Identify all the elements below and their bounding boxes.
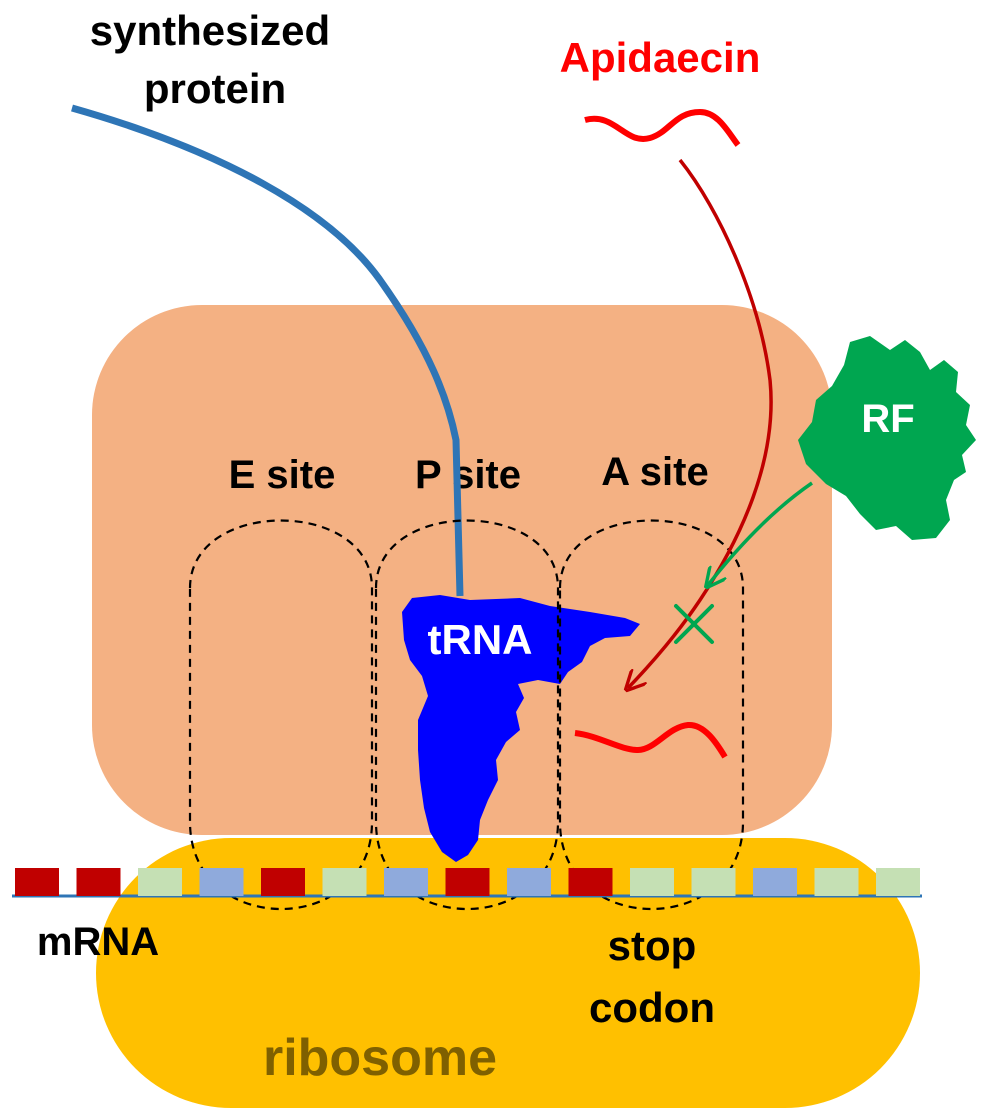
rf-label: RF	[861, 397, 914, 441]
mrna-codon	[630, 868, 674, 896]
mrna-codon	[445, 868, 490, 896]
apidaecin-peptide-free	[584, 108, 741, 147]
mrna-codon	[138, 868, 182, 896]
mrna-codon	[876, 868, 920, 896]
block-x-icon	[674, 604, 714, 644]
mrna-codon	[322, 868, 367, 896]
mrna-codon	[15, 868, 59, 896]
mrna-codon	[261, 868, 305, 896]
ribosome-label: ribosome	[263, 1029, 497, 1087]
synthesized-protein-label-line2: protein	[144, 65, 286, 112]
trna-label: tRNA	[428, 616, 533, 663]
small-subunit	[96, 838, 920, 1108]
mrna-codon	[691, 868, 736, 896]
mrna-codon	[507, 868, 551, 896]
apidaecin-arrow	[628, 158, 773, 688]
synthesized-protein-label-line1: synthesized	[90, 7, 330, 54]
rf-blocked-arrow	[708, 481, 813, 585]
mrna-codons	[15, 868, 920, 896]
mrna-codon	[568, 868, 613, 896]
mrna-codon	[814, 868, 859, 896]
mrna-codon	[753, 868, 797, 896]
mrna-codon	[199, 868, 244, 896]
p-site-label: P site	[415, 453, 521, 497]
apidaecin-label: Apidaecin	[560, 34, 761, 81]
mrna-codon	[76, 868, 121, 896]
a-site-label: A site	[601, 450, 708, 494]
synthesized-protein-chain	[71, 104, 464, 597]
stop-codon-label-line1: stop	[608, 922, 697, 969]
e-site-label: E site	[229, 453, 336, 497]
release-factor-shape	[798, 336, 976, 540]
trna-shape	[402, 595, 640, 862]
apidaecin-peptide-bound	[574, 722, 728, 759]
mrna-label: mRNA	[37, 920, 159, 964]
mrna-codon	[384, 868, 428, 896]
stop-codon-label-line2: codon	[589, 984, 715, 1031]
